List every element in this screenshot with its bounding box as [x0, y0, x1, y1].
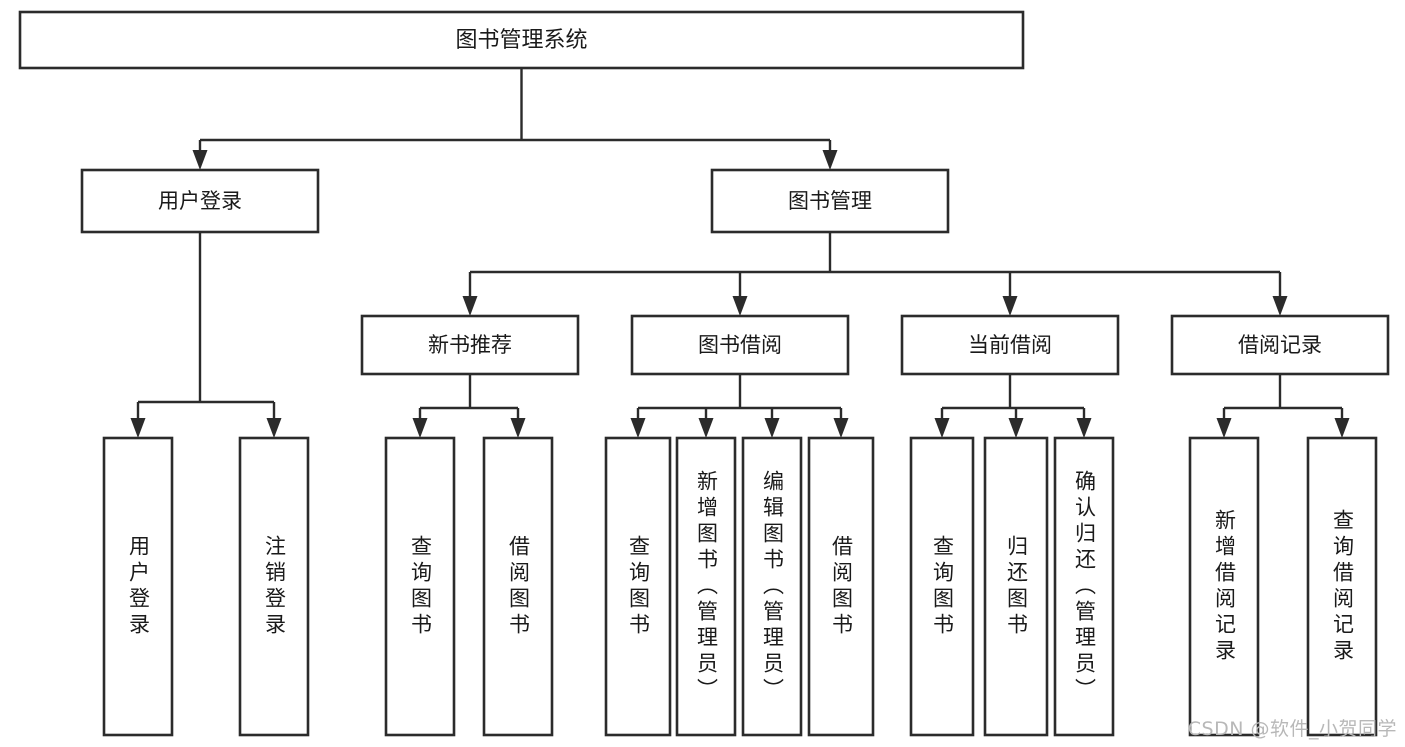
node-label-book-manage: 图书管理 [788, 189, 872, 213]
arrow-head-icon [266, 418, 282, 438]
leaf-box-leaf-add-record[interactable] [1188, 436, 1260, 737]
node-label-current-borrow: 当前借阅 [968, 333, 1052, 357]
node-box-book-manage[interactable] [710, 168, 950, 234]
node-box-user-login[interactable] [80, 168, 320, 234]
leaf-box-leaf-query-book-2[interactable] [604, 436, 672, 737]
arrow-head-icon [698, 418, 714, 438]
node-box-current-borrow[interactable] [900, 314, 1120, 376]
leaf-box-leaf-query-book-1[interactable] [384, 436, 456, 737]
node-box-borrow-record[interactable] [1170, 314, 1390, 376]
arrow-head-icon [1008, 418, 1024, 438]
leaf-box-leaf-user-logout[interactable] [238, 436, 310, 737]
leaf-box-leaf-confirm-return[interactable] [1053, 436, 1115, 737]
arrow-head-icon [462, 296, 478, 316]
leaf-box-leaf-query-book-3[interactable] [909, 436, 975, 737]
boxes-layer [18, 10, 1390, 737]
node-box-new-book-recommend[interactable] [360, 314, 580, 376]
arrow-head-icon [192, 150, 208, 170]
arrow-head-icon [1334, 418, 1350, 438]
node-box-book-borrow[interactable] [630, 314, 850, 376]
arrow-head-icon [732, 296, 748, 316]
arrow-head-icon [1076, 418, 1092, 438]
node-label-book-borrow: 图书借阅 [698, 333, 782, 357]
arrow-head-icon [630, 418, 646, 438]
leaf-box-leaf-return-book[interactable] [983, 436, 1049, 737]
arrow-head-icon [934, 418, 950, 438]
node-label-root: 图书管理系统 [455, 28, 587, 53]
node-label-borrow-record: 借阅记录 [1238, 333, 1322, 357]
node-label-new-book-recommend: 新书推荐 [428, 333, 512, 357]
leaf-box-leaf-edit-book[interactable] [741, 436, 803, 737]
arrow-head-icon [510, 418, 526, 438]
leaf-box-leaf-borrow-book-1[interactable] [482, 436, 554, 737]
connectors-layer [130, 68, 1350, 438]
leaf-box-leaf-add-book[interactable] [675, 436, 737, 737]
arrow-head-icon [764, 418, 780, 438]
leaf-box-leaf-user-login[interactable] [102, 436, 174, 737]
arrow-head-icon [833, 418, 849, 438]
watermark-text: CSDN @软件_小贺同学 [1187, 718, 1397, 740]
arrow-head-icon [1216, 418, 1232, 438]
node-label-user-login: 用户登录 [158, 189, 242, 213]
arrow-head-icon [1002, 296, 1018, 316]
arrow-head-icon [130, 418, 146, 438]
arrow-head-icon [412, 418, 428, 438]
leaf-box-leaf-borrow-book-2[interactable] [807, 436, 875, 737]
leaf-box-leaf-query-record[interactable] [1306, 436, 1378, 737]
node-box-root[interactable] [18, 10, 1025, 70]
arrow-head-icon [822, 150, 838, 170]
arrow-head-icon [1272, 296, 1288, 316]
